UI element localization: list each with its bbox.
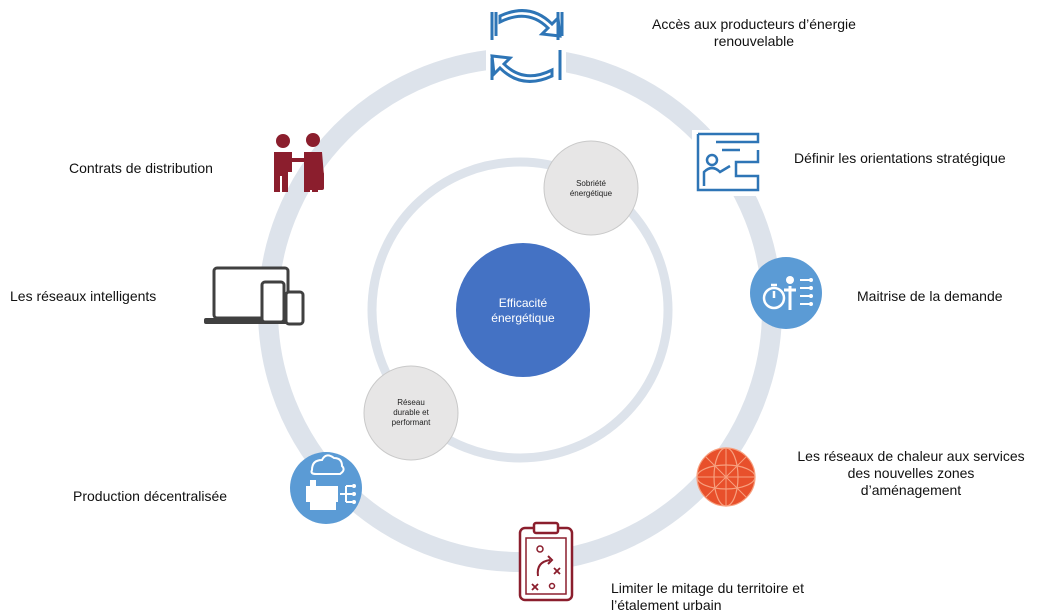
production-label: Production décentralisée [73, 488, 227, 505]
strategy-presentation-icon [692, 130, 764, 196]
contrats-label: Contrats de distribution [69, 160, 213, 177]
sobriete-node [543, 140, 639, 236]
network-globe-icon [696, 447, 756, 507]
handshake-icon [274, 133, 324, 192]
maitrise-label: Maitrise de la demande [857, 288, 1003, 305]
sobriete-line1: Sobriété [576, 179, 606, 188]
acces-line1: Accès aux producteurs d’énergie [652, 16, 856, 32]
definir-label: Définir les orientations stratégique [794, 150, 1006, 167]
acces-line2: renouvelable [713, 33, 795, 49]
center-line1: Efficacité [498, 296, 548, 310]
acces-label: Accès aux producteurs d’énergie renouvel… [624, 16, 884, 50]
reseau-line2: durable et [393, 408, 429, 417]
chaleur-label: Les réseaux de chaleur aux services des … [790, 448, 1032, 499]
cloud-factory-icon [290, 452, 362, 524]
reseaux-label: Les réseaux intelligents [10, 288, 156, 305]
limiter-line1: Limiter le mitage du territoire et [611, 580, 804, 596]
definir-line1: Définir les orientations stratégique [794, 150, 1006, 166]
chaleur-line2: des nouvelles zones [847, 465, 975, 481]
chaleur-line1: Les réseaux de chaleur aux services [797, 448, 1025, 464]
inner-ring [367, 157, 673, 463]
center-node [456, 243, 590, 377]
production-line1: Production décentralisée [73, 488, 228, 504]
center-label: Efficacité énergétique [468, 296, 578, 326]
reseau-node [363, 365, 459, 461]
devices-icon [204, 266, 305, 326]
limiter-line2: l’étalement urbain [611, 597, 722, 613]
sobriete-label: Sobriété énergétique [551, 179, 631, 199]
reseaux-line1: Les réseaux intelligents [10, 288, 157, 304]
contrats-line1: Contrats de distribution [69, 160, 213, 176]
timer-person-icon [750, 257, 822, 329]
recycle-arrows-icon [486, 9, 566, 83]
sobriete-line2: énergétique [569, 189, 613, 198]
clipboard-strategy-icon [518, 521, 574, 602]
center-line2: énergétique [491, 311, 555, 325]
reseau-line1: Réseau [397, 398, 425, 407]
reseau-label: Réseau durable et performant [371, 398, 451, 428]
limiter-label: Limiter le mitage du territoire et l’éta… [611, 580, 804, 614]
reseau-line3: performant [391, 418, 431, 427]
chaleur-line3: d’aménagement [860, 482, 962, 498]
maitrise-line1: Maitrise de la demande [857, 288, 1003, 304]
